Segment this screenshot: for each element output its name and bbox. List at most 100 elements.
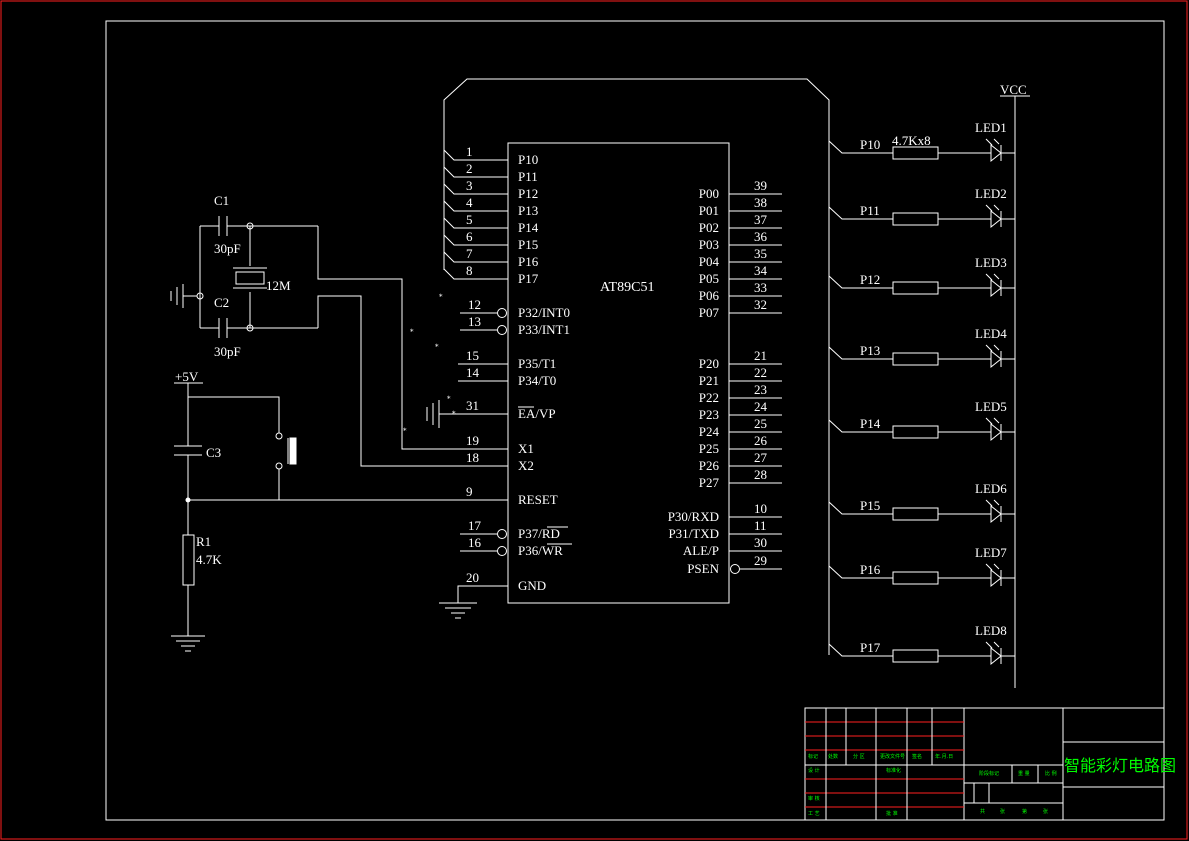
led-resistor bbox=[892, 425, 939, 439]
led-icon bbox=[990, 209, 1002, 229]
p1-bus bbox=[443, 78, 830, 655]
left-pin-number: 17 bbox=[468, 518, 482, 533]
left-pin-number: 6 bbox=[466, 229, 473, 244]
led-label: LED4 bbox=[975, 326, 1007, 341]
right-pin-number: 39 bbox=[754, 178, 767, 193]
right-pin-label: P06 bbox=[699, 288, 720, 303]
led-port-label: P11 bbox=[860, 203, 880, 218]
right-pin-label: P05 bbox=[699, 271, 719, 286]
right-pin-number: 25 bbox=[754, 416, 767, 431]
drawing-frame bbox=[105, 20, 1165, 821]
chip-body bbox=[507, 142, 730, 604]
right-pin-number: 22 bbox=[754, 365, 767, 380]
mcu-chip: AT89C51 1P102P113P124P135P146P157P168P17… bbox=[458, 142, 782, 604]
title-block-label: 比 例 bbox=[1045, 770, 1057, 777]
right-pin-label: P27 bbox=[699, 475, 720, 490]
title-block-label: 共 bbox=[980, 808, 985, 815]
right-pin-label: P23 bbox=[699, 407, 719, 422]
left-pin-number: 8 bbox=[466, 263, 473, 278]
ea-ground: ⁎ ⁎ ⁎ ⁎ ⁎ ⁎ bbox=[403, 291, 508, 433]
led-label: LED8 bbox=[975, 623, 1007, 638]
title-block-label: 张 bbox=[1000, 808, 1005, 815]
c1-label: C1 bbox=[214, 193, 229, 208]
c1-value: 30pF bbox=[214, 241, 241, 256]
led-resistor bbox=[892, 571, 939, 585]
wr-bubble bbox=[497, 546, 507, 556]
left-pin-number: 5 bbox=[466, 212, 473, 227]
resistor-array-label: 4.7Kx8 bbox=[892, 133, 931, 148]
led-port-label: P14 bbox=[860, 416, 881, 431]
right-pin-label: P25 bbox=[699, 441, 719, 456]
title-block-label: 更改文件号 bbox=[880, 753, 905, 760]
left-pin-number: 31 bbox=[466, 398, 479, 413]
svg-text:⁎: ⁎ bbox=[452, 408, 456, 416]
title-block-label: 第 bbox=[1022, 808, 1027, 815]
led-icon bbox=[990, 422, 1002, 442]
right-pin-label: P20 bbox=[699, 356, 719, 371]
led-icon bbox=[990, 143, 1002, 163]
left-pin-number: 13 bbox=[468, 314, 481, 329]
left-pin-label: P14 bbox=[518, 220, 539, 235]
right-pin-number: 21 bbox=[754, 348, 767, 363]
led-port-label: P16 bbox=[860, 562, 881, 577]
right-pin-number: 26 bbox=[754, 433, 768, 448]
led-port-label: P12 bbox=[860, 272, 880, 287]
right-pin-number: 30 bbox=[754, 535, 767, 550]
right-pin-number: 34 bbox=[754, 263, 768, 278]
right-pin-label: P02 bbox=[699, 220, 719, 235]
left-pin-label: P34/T0 bbox=[518, 373, 556, 388]
left-pin-number: 19 bbox=[466, 433, 479, 448]
left-pin-label: P33/INT1 bbox=[518, 322, 570, 337]
title-block: 智能彩灯电路图 标记处数分 区更改文件号签名年.月.日设 计标准化阶段标记重 量… bbox=[804, 707, 1176, 821]
led-icon bbox=[990, 646, 1002, 666]
right-pin-number: 10 bbox=[754, 501, 767, 516]
svg-text:⁎: ⁎ bbox=[439, 291, 443, 299]
led-port-label: P10 bbox=[860, 137, 880, 152]
left-pin-label: RESET bbox=[518, 492, 558, 507]
right-pin-label: ALE/P bbox=[683, 543, 719, 558]
led-port-label: P17 bbox=[860, 640, 881, 655]
led-resistor bbox=[892, 507, 939, 521]
left-pin-number: 7 bbox=[466, 246, 473, 261]
left-pin-label: P37/RD bbox=[518, 526, 560, 541]
left-pin-number: 20 bbox=[466, 570, 479, 585]
right-pin-label: P21 bbox=[699, 373, 719, 388]
right-pin-label: P07 bbox=[699, 305, 720, 320]
led-label: LED2 bbox=[975, 186, 1007, 201]
right-pin-number: 29 bbox=[754, 553, 767, 568]
gnd-ground bbox=[439, 585, 508, 619]
title-block-label: 阶段标记 bbox=[979, 770, 999, 777]
title-block-label: 处数 bbox=[828, 753, 838, 760]
oscillator-circuit: C1 30pF C2 30pF 12M bbox=[170, 193, 508, 467]
right-pin-label: P22 bbox=[699, 390, 719, 405]
led-row: P14 LED5 bbox=[828, 399, 1015, 442]
svg-text:⁎: ⁎ bbox=[435, 341, 439, 349]
led-resistor bbox=[892, 212, 939, 226]
left-pin-number: 4 bbox=[466, 195, 473, 210]
right-pin-number: 11 bbox=[754, 518, 767, 533]
left-pin-number: 9 bbox=[466, 484, 473, 499]
c2-value: 30pF bbox=[214, 344, 241, 359]
crystal-label: 12M bbox=[266, 278, 291, 293]
svg-text:⁎: ⁎ bbox=[410, 326, 414, 334]
left-pin-label: P35/T1 bbox=[518, 356, 556, 371]
r1-label: R1 bbox=[196, 534, 211, 549]
left-pin-number: 12 bbox=[468, 297, 481, 312]
title-block-label: 年.月.日 bbox=[935, 753, 953, 760]
title-block-label: 签名 bbox=[912, 753, 922, 760]
left-pin-label: P16 bbox=[518, 254, 539, 269]
left-pin-number: 18 bbox=[466, 450, 479, 465]
rd-bubble bbox=[497, 529, 507, 539]
led-array: VCC 4.7Kx8 P10LED1P11LED2P12LED3P13LED4P… bbox=[828, 82, 1030, 688]
title-block-label: 批 准 bbox=[886, 810, 898, 817]
right-pin-number: 23 bbox=[754, 382, 767, 397]
svg-text:⁎: ⁎ bbox=[447, 393, 451, 401]
led-label: LED5 bbox=[975, 399, 1007, 414]
right-pin-label: P26 bbox=[699, 458, 720, 473]
right-pin-number: 38 bbox=[754, 195, 767, 210]
svg-text:⁎: ⁎ bbox=[403, 425, 407, 433]
